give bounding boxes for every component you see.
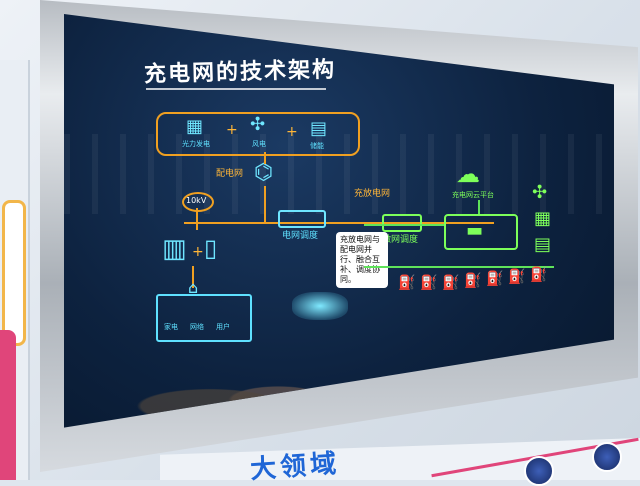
- bus-line-distribution: [184, 222, 494, 224]
- grid-dispatch-device: [278, 210, 326, 228]
- wind-turbine-icon: ✣: [250, 114, 266, 135]
- microgrid-dispatch-label: 微网调度: [382, 235, 419, 245]
- generation-box: [156, 112, 360, 156]
- screen-title: 充电网的技术架构: [143, 57, 337, 88]
- distribution-grid-label: 配电网: [216, 169, 244, 179]
- voltage-label: 10kV: [186, 196, 207, 205]
- wind-turbine-icon-right: ✣: [532, 182, 548, 203]
- solar-panel-icon-right: ▦: [534, 208, 552, 229]
- ceiling-reflection: [64, 134, 614, 214]
- ev-charger-icon-2: ⛽: [420, 275, 438, 291]
- charger-icon: ▯: [204, 234, 218, 262]
- integration-callout: 充放电网与配电网并行、融合互补、调度协同。: [336, 232, 388, 288]
- link-storage-home: [192, 266, 194, 288]
- charging-station-box: [444, 214, 518, 250]
- grid-dispatch-label: 电网调度: [282, 231, 319, 241]
- storage-cabinet-icon: ▥: [162, 234, 187, 264]
- left-pink-panel: [0, 330, 16, 480]
- ev-charger-icon-4: ⛽: [464, 273, 482, 289]
- ev-charger-icon-3: ⛽: [442, 275, 460, 291]
- microgrid-dispatch-device: [382, 214, 422, 232]
- link-generation-transformer: [264, 152, 266, 164]
- cloud-platform-label: 充电网云平台: [452, 191, 494, 199]
- title-underline: [146, 88, 326, 90]
- plus-sign-1: +: [226, 122, 238, 138]
- cloud-icon: ☁: [456, 160, 480, 188]
- source-label-wind: 风电: [252, 140, 266, 148]
- ev-charger-icon-5: ⛽: [486, 271, 504, 287]
- transformer-icon: ⌬: [254, 160, 274, 185]
- link-bus-storage: [196, 208, 198, 230]
- house-icon: ⌂: [188, 278, 199, 297]
- home-label-network: 网络: [190, 323, 204, 331]
- plus-sign-3: +: [192, 244, 204, 260]
- link-transformer-bus: [264, 186, 266, 222]
- ev-charger-icon-1: ⛽: [398, 275, 416, 291]
- wall-circle-icon-1: [524, 456, 554, 486]
- battery-icon: ▤: [310, 118, 328, 139]
- ev-charger-icon-6: ⛽: [508, 269, 526, 285]
- source-label-solar: 光力发电: [182, 140, 210, 148]
- link-microgrid-station: [364, 224, 444, 226]
- center-hub-glow: [292, 292, 348, 320]
- source-label-storage: 储能: [310, 142, 324, 150]
- home-label-user: 用户: [216, 323, 230, 331]
- wall-circle-icon-2: [592, 442, 622, 472]
- voltage-badge: [182, 192, 214, 212]
- bus-line-chargers: [364, 266, 554, 268]
- plus-sign-2: +: [286, 124, 298, 140]
- solar-panel-icon: ▦: [186, 116, 204, 137]
- left-accent-frame: [2, 200, 26, 346]
- ev-charger-icon-7: ⛽: [530, 267, 548, 283]
- home-label-appliance: 家电: [164, 323, 178, 331]
- battery-icon-right: ▤: [534, 234, 552, 255]
- link-cloud-station: [478, 200, 480, 214]
- charge-discharge-grid-label: 充放电网: [354, 189, 391, 199]
- car-icon: ▬: [466, 220, 484, 241]
